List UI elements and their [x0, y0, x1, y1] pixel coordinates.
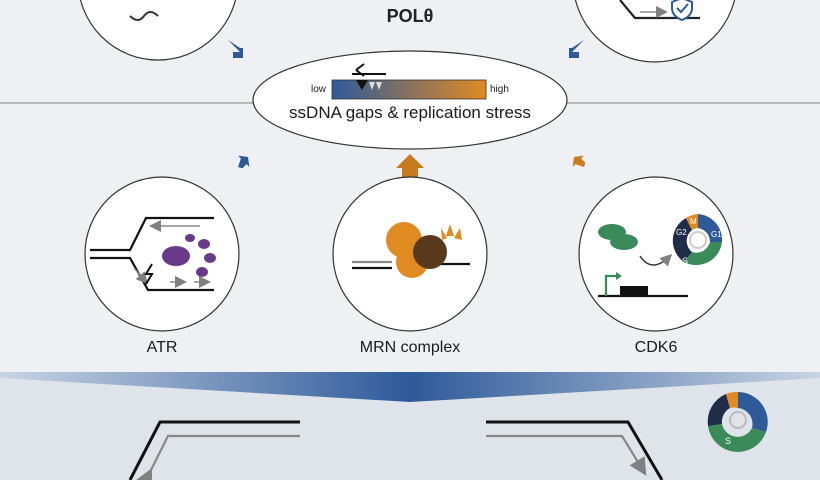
bottom-cell-cycle [707, 391, 768, 452]
scale-low-label: low [311, 84, 327, 95]
bottom-phase-s-label: S [725, 436, 732, 446]
bottom-left-fork [128, 420, 300, 485]
cdk6-arrow [572, 155, 586, 167]
atr-circle [84, 176, 240, 332]
top-right-arrow [569, 40, 584, 58]
factor-label-atr: ATR [146, 339, 178, 356]
top-left-circle [79, 0, 237, 61]
mrn-circle [332, 176, 488, 332]
stress-ellipse [252, 50, 568, 150]
factor-label-cdk6: CDK6 [634, 339, 678, 356]
top-right-circle [574, 0, 736, 63]
bottom-right-fork [486, 420, 664, 481]
phase-m-label: M [690, 217, 697, 226]
cdk6-circle [578, 176, 734, 332]
atr-arrow [238, 155, 250, 169]
polymerase-icon [352, 63, 386, 90]
phase-g2-label: G2 [676, 228, 687, 237]
factor-label-mrn: MRN complex [359, 339, 461, 356]
phase-s-label: S [682, 256, 689, 266]
mrn-arrow [396, 154, 424, 178]
phase-g1-label: G1 [711, 230, 722, 239]
page-title: POLθ [386, 6, 434, 26]
stress-scale-bar [331, 79, 487, 100]
center-label: ssDNA gaps & replication stress [289, 103, 531, 122]
top-left-arrow [228, 40, 243, 58]
funnel-band [0, 372, 820, 402]
scale-high-label: high [490, 84, 509, 95]
